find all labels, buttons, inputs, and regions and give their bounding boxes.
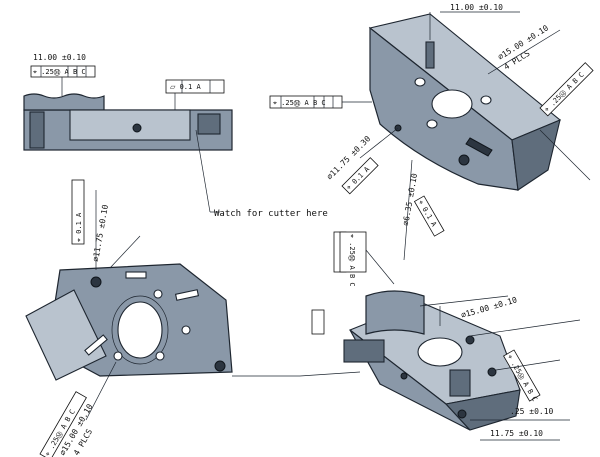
iso2-pocket [449, 369, 471, 397]
iso2-hole-a [465, 335, 475, 345]
note-cutter-group: Watch for cutter here [195, 129, 328, 219]
iso-main-bore [431, 89, 473, 119]
side-view [23, 93, 233, 151]
side-view-top-profile [23, 93, 105, 111]
side-view-hole [132, 123, 142, 133]
iso-slot-b [465, 137, 493, 157]
iso2-main-bore [417, 337, 463, 367]
plan-hole-f [214, 360, 226, 372]
iso-hole-b [480, 95, 492, 105]
plan-view-bottom-left [25, 263, 300, 381]
side-view-step [69, 109, 191, 141]
iso-side-face [511, 119, 561, 191]
dim-bottom-right-b-text: .25 ±0.10 [510, 407, 554, 416]
side-view-pocket [197, 113, 221, 135]
plan-hole-d [155, 351, 165, 361]
iso-slot [425, 41, 435, 69]
fcf-top-left-text: ⌖ .25Ⓜ A B C [33, 68, 86, 76]
plan-counterbore [111, 295, 169, 365]
plan-hole-b [153, 289, 163, 299]
flatness-frame-text: ⏥ 0.1 A [170, 83, 201, 91]
dim-bottom-right-a-text: ⌀15.00 ±0.10 [460, 295, 518, 320]
dim-bottom-right-c-text: 11.75 ±0.10 [490, 429, 543, 438]
plan-view-chamfer [25, 289, 107, 381]
dim-top-right-text: 11.00 ±0.10 [450, 3, 503, 12]
iso2-boss [365, 290, 425, 335]
iso-hole-d [458, 154, 470, 166]
plan-slot-a [174, 289, 200, 301]
plan-hole-a [90, 276, 102, 288]
fcf-right-text: ⌖ .25Ⓜ A B C [543, 71, 586, 114]
iso-hole-c [426, 119, 438, 129]
fcf-mid-text: ⌖ .25Ⓜ A B C [348, 234, 356, 287]
fcf-left-vertical-text: ⌖ 0.1 A [75, 212, 83, 242]
side-view-slot [29, 111, 45, 149]
plan-hole-c [181, 325, 191, 335]
callout-center: ⌖ .25Ⓜ A B C [269, 95, 372, 109]
iso-hole-a [414, 77, 426, 87]
iso2-base-plate [343, 339, 385, 363]
plan-slot-b [125, 271, 147, 279]
iso-view-top-right [368, 13, 562, 191]
plan-slot-c [84, 334, 108, 356]
iso-view-bottom-right [343, 290, 521, 431]
callout-flatness: ⏥ 0.1 A [165, 79, 225, 110]
dim-left-1175-text: ⌀11.75 ±0.10 [91, 204, 110, 263]
fcf-center-text: ⌖ .25Ⓜ A B C [273, 99, 326, 107]
dim-top-left-text: 11.00 ±0.10 [33, 53, 86, 62]
note-cutter-text: Watch for cutter here [214, 209, 328, 219]
iso2-hole-b [487, 367, 497, 377]
fcf-left-small-text: ⌖ 0.1 A [345, 165, 372, 192]
plan-main-bore [117, 301, 163, 359]
callout-top-left: 11.00 ±0.10 ⌖ .25Ⓜ A B C [30, 53, 96, 96]
iso2-hole-c [457, 409, 467, 419]
plan-hole-e [113, 351, 123, 361]
iso2-hole-d [400, 372, 408, 380]
